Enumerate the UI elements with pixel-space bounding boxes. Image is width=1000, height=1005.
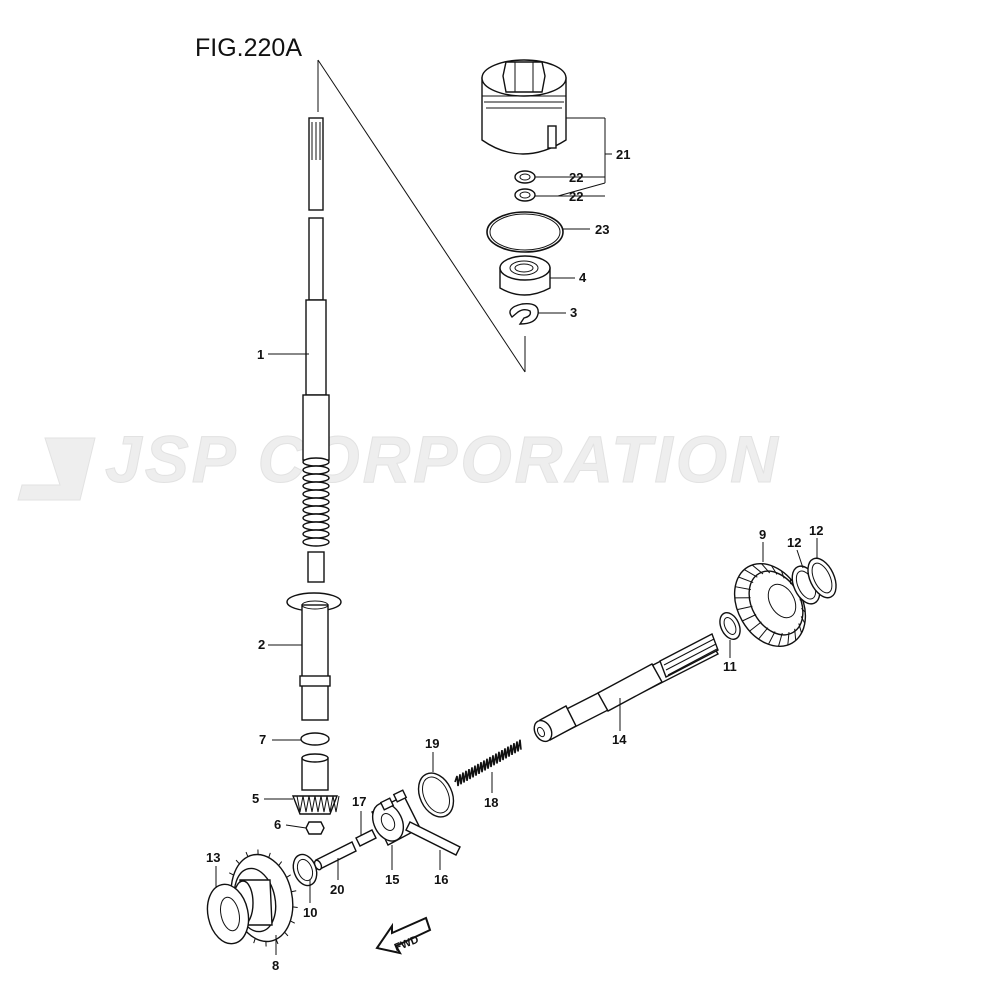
label-part-2: 2 [258, 637, 265, 652]
label-part-1: 1 [257, 347, 264, 362]
figure-title: FIG.220A [195, 34, 302, 62]
label-part-10: 10 [303, 905, 317, 920]
label-part-15: 15 [385, 872, 399, 887]
label-part-11: 11 [723, 659, 737, 674]
watermark-text: JSP CORPORATION [105, 422, 781, 496]
label-part-20: 20 [330, 882, 344, 897]
label-part-21: 21 [616, 147, 630, 162]
thrust-washer-part-10 [289, 851, 321, 889]
label-part-8: 8 [272, 958, 279, 973]
bearing-part-4 [500, 256, 550, 295]
bearing-housing-part-21 [482, 60, 566, 154]
retaining-ring-part-19 [412, 767, 460, 822]
label-part-6: 6 [274, 817, 281, 832]
fwd-direction-badge: FWD [377, 918, 430, 954]
label-part-18: 18 [484, 795, 498, 810]
label-part-4: 4 [579, 270, 587, 285]
label-part-16: 16 [434, 872, 448, 887]
label-part-9: 9 [759, 527, 766, 542]
label-part-17: 17 [352, 794, 366, 809]
o-ring-part-23 [487, 212, 563, 252]
label-part-7: 7 [259, 732, 266, 747]
watermark-logo: JSP CORPORATION [18, 422, 781, 500]
spring-part-18 [455, 740, 521, 786]
drive-shaft-part-1 [303, 118, 329, 582]
label-part-22-lower: 22 [569, 189, 583, 204]
oil-seal-part-22-upper [515, 171, 535, 183]
label-part-12-outer: 12 [809, 523, 823, 538]
watermark-emblem [18, 438, 95, 500]
shim-part-7 [301, 733, 329, 745]
label-part-23: 23 [595, 222, 609, 237]
nut-part-6 [306, 822, 324, 834]
oil-seal-part-22-lower [515, 189, 535, 201]
circlip-part-3 [510, 304, 538, 324]
label-part-22-upper: 22 [569, 170, 583, 185]
label-part-13: 13 [206, 850, 220, 865]
propeller-shaft-part-14 [531, 634, 718, 744]
label-part-3: 3 [570, 305, 577, 320]
pin-part-17 [356, 830, 376, 846]
label-part-5: 5 [252, 791, 259, 806]
label-part-19: 19 [425, 736, 439, 751]
label-part-14: 14 [612, 732, 627, 747]
label-part-12-inner: 12 [787, 535, 801, 550]
push-rod-part-16 [406, 822, 460, 855]
sleeve-part-2 [287, 593, 341, 720]
pinion-gear-part-5 [293, 754, 339, 814]
plunger-part-20 [313, 842, 356, 871]
